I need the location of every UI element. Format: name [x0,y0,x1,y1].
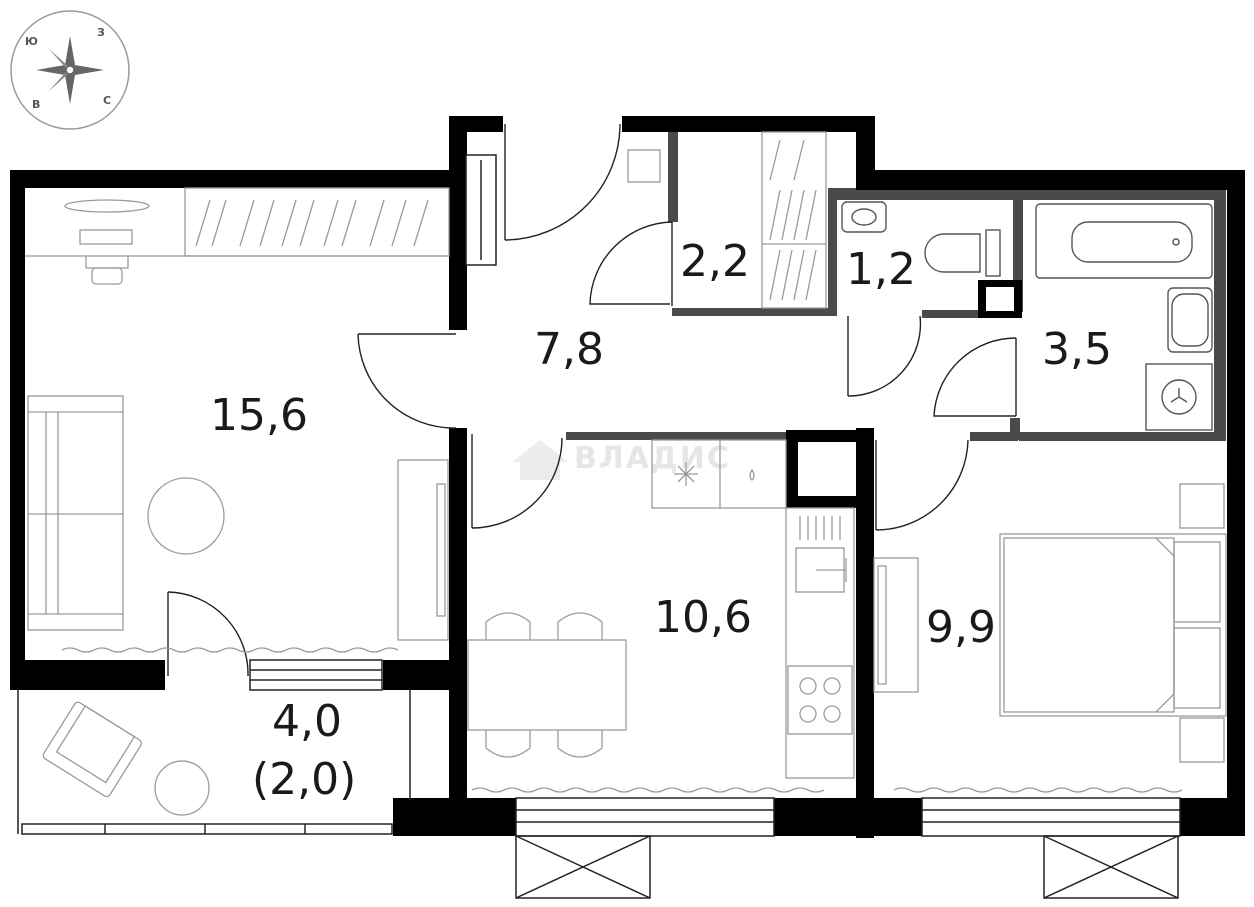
door-kitchen [471,434,563,529]
label-living-area: 15,6 [210,390,308,441]
house-logo-icon [512,440,568,480]
compass-letter-z: З [97,26,105,39]
dining-table [467,639,627,731]
door-bathroom [933,337,1017,417]
compass-rose-icon [36,36,104,104]
coffee-table [147,477,225,555]
tv-stand [397,459,449,641]
compass-letter-s: С [103,94,111,107]
ac-boxes [515,835,1179,899]
window-kitchen [515,797,775,837]
door-bedroom [875,439,969,531]
label-balcony-area: 4,0 [272,696,342,747]
doors [167,123,1017,677]
curtain-bedroom [893,787,1183,793]
toilet-icon [924,233,981,273]
window-bedroom [921,797,1181,837]
door-balcony [167,591,249,677]
label-storage-area: 2,2 [680,236,750,287]
sofa [27,395,124,631]
living-furniture [25,187,450,653]
label-toilet-area: 1,2 [846,244,916,295]
bedroom-furniture [873,483,1227,793]
windows [249,154,1181,837]
balcony-outline [17,690,411,835]
door-entrance [504,123,621,241]
partitions [566,128,1226,441]
toilet-fixtures [841,201,1001,277]
shaft-inner-1 [798,442,844,496]
label-hall-area: 7,8 [534,324,604,375]
label-bathroom-area: 3,5 [1042,324,1112,375]
wardrobe-bedroom [873,557,919,693]
balcony-furniture [42,701,210,816]
room-labels: 15,6 7,8 2,2 1,2 3,5 10,6 9,9 4,0 (2,0) [210,236,1112,805]
bathtub-icon [1035,203,1213,279]
kitchen-furniture [467,439,855,793]
compass: З Ю С В [10,10,130,130]
compass-letter-v: В [32,98,40,111]
balcony-table [154,760,210,816]
desk-lamp-icon [64,199,150,285]
curtain-kitchen [471,787,825,793]
washbasin-icon [1167,287,1213,353]
armchair-icon [42,701,143,798]
double-bed-icon [999,533,1227,717]
shaft-inner-2 [986,287,1014,311]
curtain-living [61,647,399,653]
door-storage [589,221,673,306]
compass-letter-yu: Ю [25,35,38,48]
door-living [357,333,457,429]
door-toilet [847,315,922,397]
label-kitchen-area: 10,6 [654,592,752,643]
label-balcony-reduced-area: (2,0) [252,754,356,805]
watermark: ВЛАДИС [512,440,729,480]
window-living [249,659,383,691]
sink-small-icon [841,201,887,233]
label-bedroom-area: 9,9 [926,602,996,653]
wardrobe [184,187,450,257]
storage-furniture [627,131,827,309]
bathroom-fixtures [1035,203,1213,431]
washing-machine-icon [1145,363,1213,431]
walls [10,116,1245,838]
